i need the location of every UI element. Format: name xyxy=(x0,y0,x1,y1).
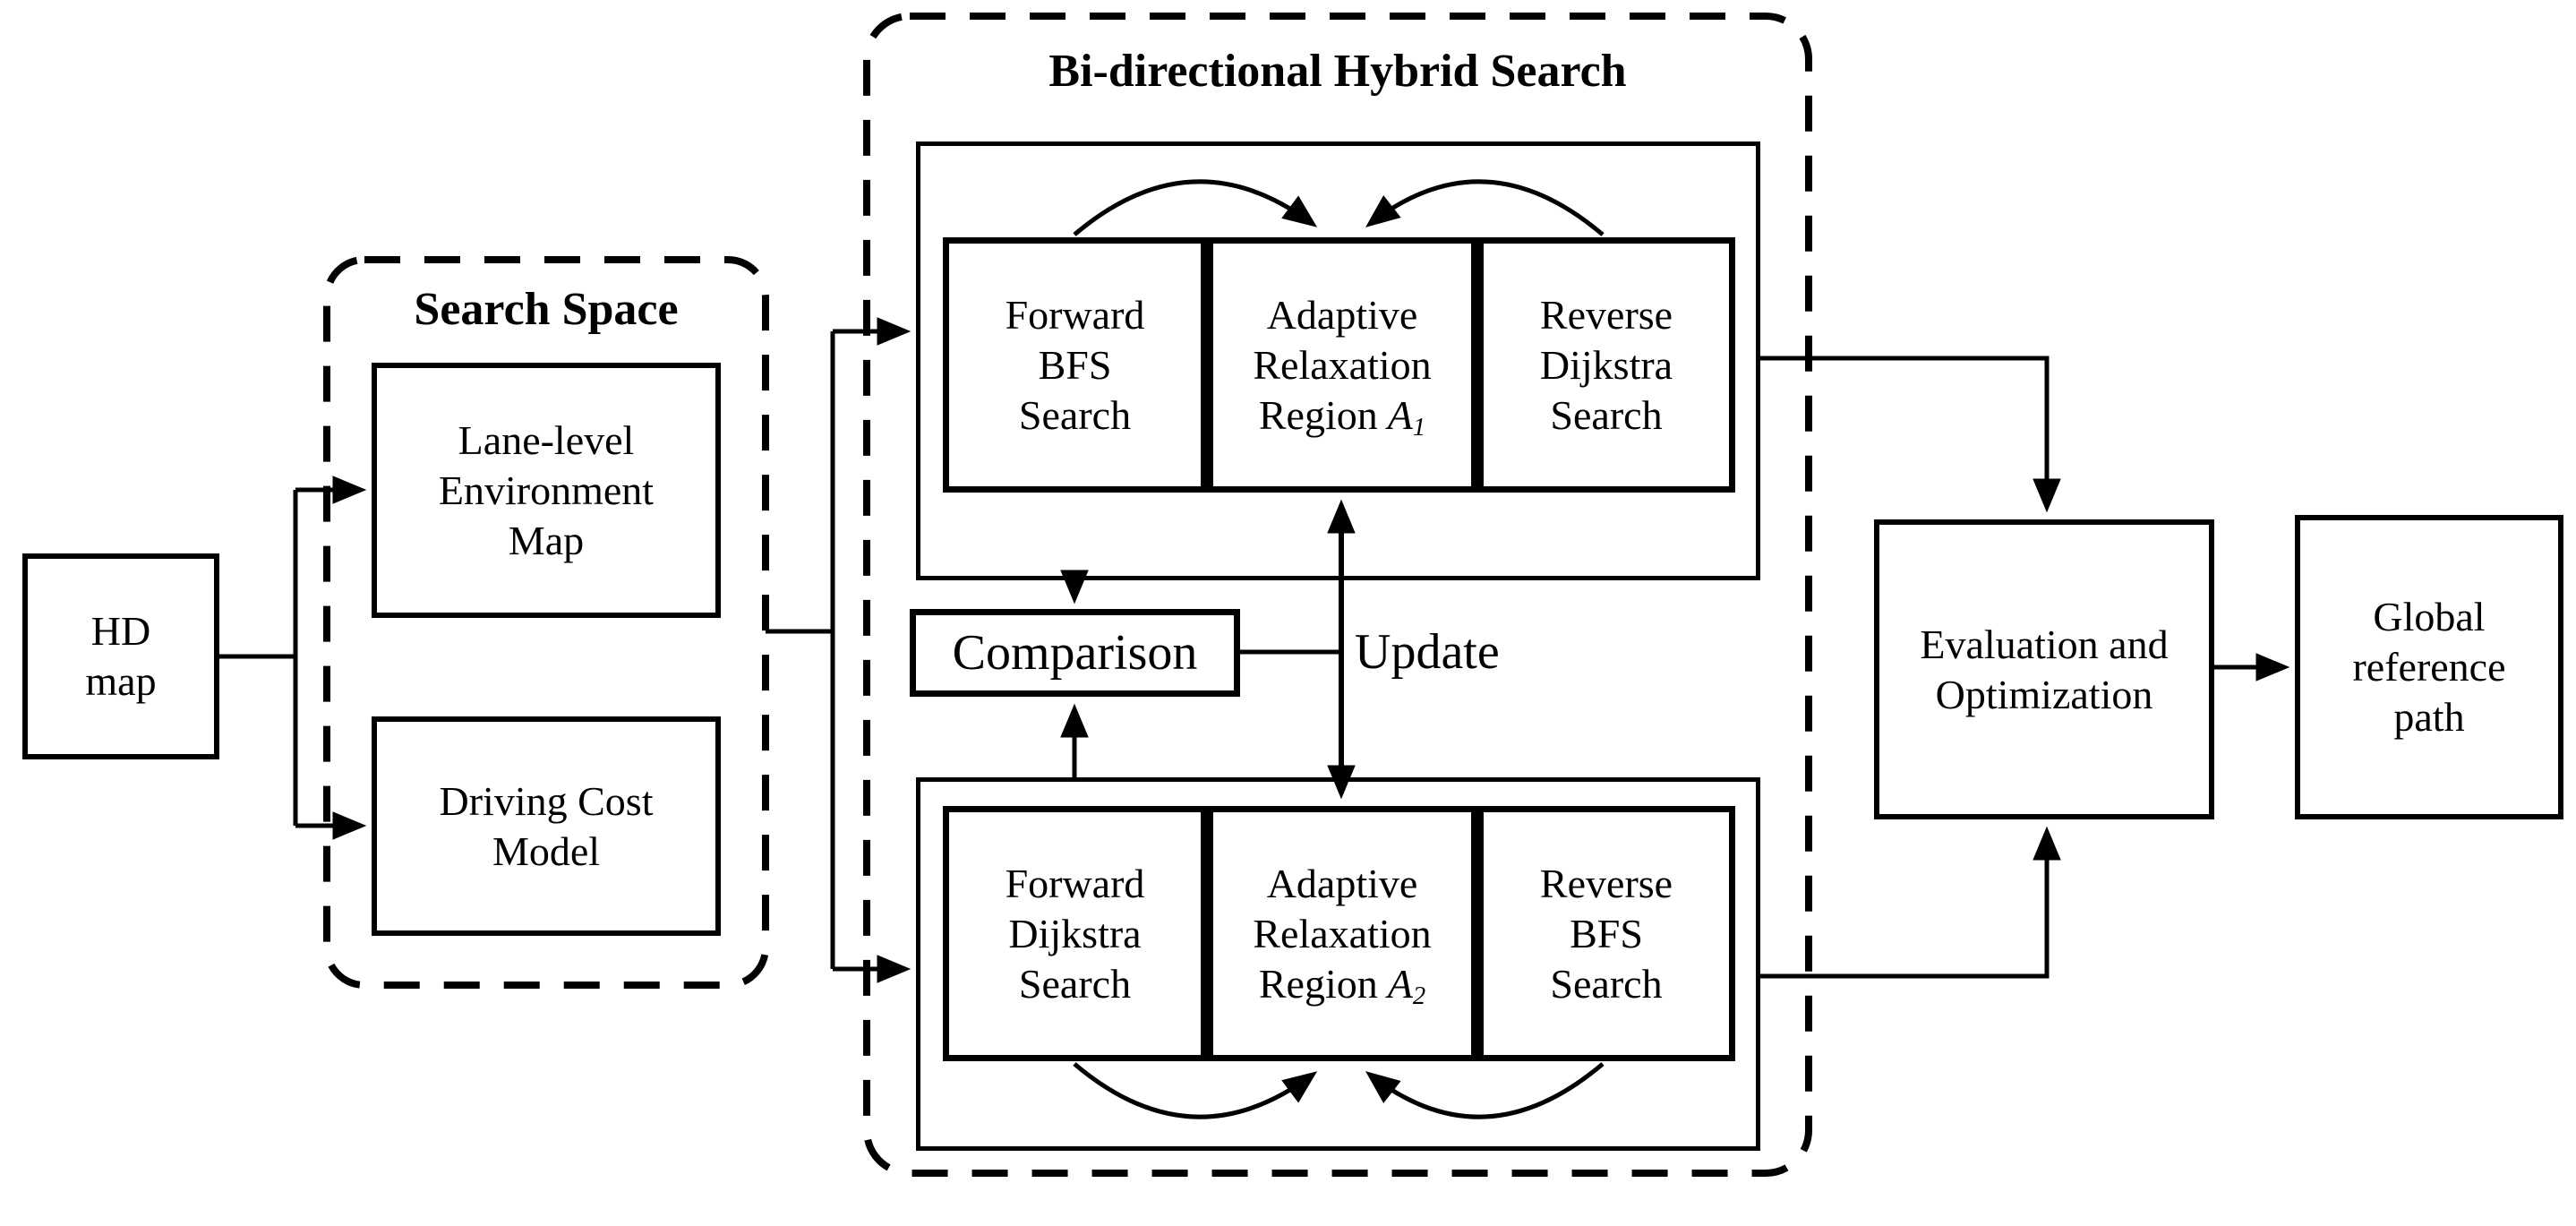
arrow-bottomgroup-to-evaluation xyxy=(1760,826,2061,979)
arrow-topgroup-to-evaluation xyxy=(1760,356,2061,513)
region-prefix: Region xyxy=(1258,960,1378,1007)
search-space-title: Search Space xyxy=(414,284,679,335)
arc-reverse-dijkstra-to-a1 xyxy=(1365,179,1605,236)
region-variable: A xyxy=(1387,960,1413,1007)
arc-forward-bfs-to-a1 xyxy=(1073,179,1318,236)
search-space-dashed-border xyxy=(323,256,769,989)
region-prefix: Region xyxy=(1258,391,1378,438)
top-search-group-box xyxy=(916,141,1760,580)
bidirectional-search-dashed-border xyxy=(863,13,1812,1177)
bottom-search-group-box xyxy=(916,777,1760,1151)
comparison-box: Comparison xyxy=(910,609,1240,697)
update-label: Update xyxy=(1355,624,1500,680)
bidirectional-hybrid-search-title: Bi-directional Hybrid Search xyxy=(1048,46,1627,97)
region-subscript: 2 xyxy=(1412,982,1426,1010)
region-subscript: 1 xyxy=(1412,413,1426,442)
region-variable: A xyxy=(1387,391,1413,438)
arc-forward-dijkstra-to-a2 xyxy=(1073,1062,1318,1119)
arc-reverse-bfs-to-a2 xyxy=(1365,1062,1605,1119)
